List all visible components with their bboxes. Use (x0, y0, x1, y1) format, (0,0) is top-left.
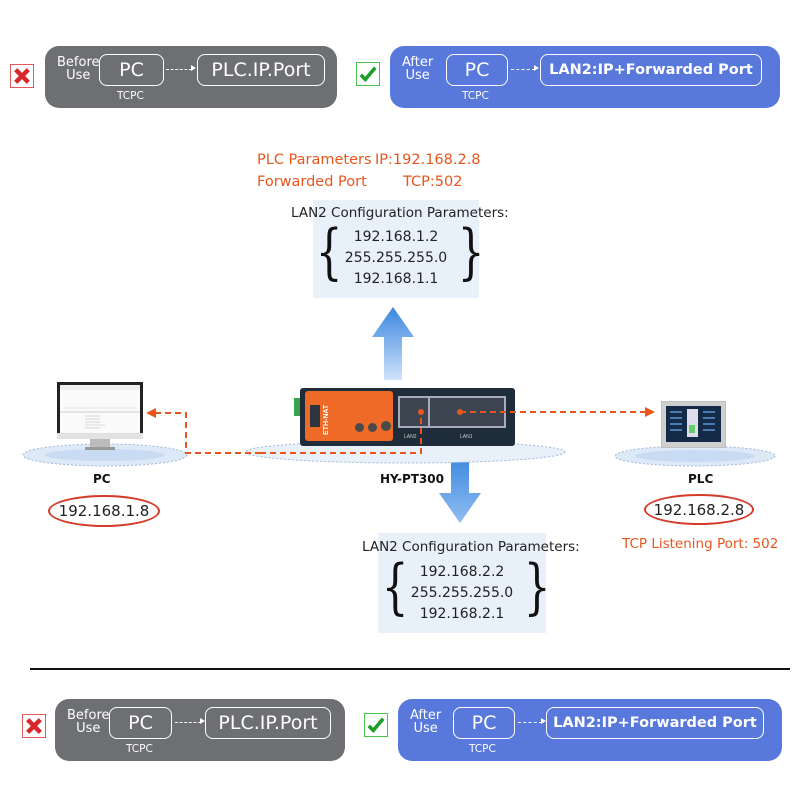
plc-ip-oval: 192.168.2.8 (644, 494, 754, 525)
pc-platform-icon (22, 443, 188, 467)
lan2-lower-mask: 255.255.255.0 (410, 585, 514, 601)
down-arrow-icon (439, 453, 481, 523)
pc-box: PC (446, 54, 508, 86)
forwarded-port-value: TCP:502 (403, 174, 463, 190)
reload-button (381, 421, 391, 431)
after-use-label: After Use (402, 55, 434, 83)
device-name-label: HY-PT300 (380, 472, 444, 486)
lan2-upper-gateway: 192.168.1.1 (353, 271, 439, 287)
right-brace-icon: } (457, 217, 485, 287)
pc-monitor-icon (57, 382, 143, 450)
plc-ip-value: IP:192.168.2.8 (375, 152, 481, 168)
after-use-label: After Use (410, 708, 442, 736)
pc-box: PC (109, 707, 172, 739)
check-mark-icon (356, 62, 380, 86)
lan2-forwarded-port-box: LAN2:IP+Forwarded Port (546, 707, 764, 739)
before-use-panel: Before Use PC TCPC PLC.IP.Port (45, 46, 337, 108)
pc-label: PC (93, 472, 111, 486)
forwarded-port-label: Forwarded Port (257, 174, 367, 190)
work-led-icon (355, 423, 364, 432)
lan1-port (428, 396, 506, 428)
dashed-arrow-icon (166, 65, 196, 72)
device-brand-label: ETH-NAT (323, 404, 330, 435)
lan1-port-label: LAN1 (460, 434, 473, 440)
lan2-config-upper-title: LAN2 Configuration Parameters: (291, 205, 509, 221)
tcpc-label: TCPC (126, 743, 153, 755)
section-divider (30, 668, 790, 670)
left-brace-icon: { (381, 552, 409, 622)
right-brace-icon: } (523, 552, 551, 622)
plc-hmi-icon (661, 401, 726, 448)
before-use-label: Before Use (67, 708, 110, 736)
pc-box: PC (99, 54, 164, 86)
lan2-port-label: LAN2 (404, 434, 417, 440)
plc-parameters-label: PLC Parameters (257, 152, 372, 168)
plc-platform-icon (614, 445, 776, 467)
lan2-port (398, 396, 430, 428)
plc-ip-port-box: PLC.IP.Port (205, 707, 331, 739)
tcpc-label: TCPC (462, 90, 489, 102)
tcpc-label: TCPC (469, 743, 496, 755)
up-arrow-icon (372, 307, 414, 380)
check-mark-icon (364, 713, 388, 737)
lan2-upper-ip: 192.168.1.2 (353, 229, 439, 245)
before-use-panel: Before Use PC TCPC PLC.IP.Port (55, 699, 345, 761)
lan2-upper-mask: 255.255.255.0 (344, 250, 448, 266)
dashed-arrow-icon (175, 718, 205, 725)
device-orange-faceplate: ETH-NAT (305, 391, 393, 441)
lan2-lower-gateway: 192.168.2.1 (419, 606, 505, 622)
lan2-config-lower-title: LAN2 Configuration Parameters: (362, 539, 580, 555)
left-brace-icon: { (315, 217, 343, 287)
plc-label: PLC (688, 472, 714, 486)
plc-ip-port-box: PLC.IP.Port (197, 54, 325, 86)
lan2-lower-ip: 192.168.2.2 (419, 564, 505, 580)
dashed-arrow-icon (511, 65, 539, 72)
hy-pt300-device: ETH-NAT LAN2 LAN1 (294, 388, 515, 446)
pc-arrowhead-icon (146, 408, 156, 418)
lan2-forwarded-port-box: LAN2:IP+Forwarded Port (540, 54, 762, 86)
lan2-config-upper-box (313, 200, 479, 298)
pc-ip-oval: 192.168.1.8 (48, 495, 160, 527)
after-use-panel: After Use PC TCPC LAN2:IP+Forwarded Port (398, 699, 782, 761)
before-use-label: Before Use (57, 55, 100, 83)
plc-listening-port: TCP Listening Port: 502 (622, 536, 779, 552)
pc-box: PC (453, 707, 515, 739)
lan2-config-lower-box (378, 533, 546, 633)
tcpc-label: TCPC (117, 90, 144, 102)
x-mark-icon (10, 64, 34, 88)
plc-arrowhead-icon (645, 407, 655, 417)
power-led-icon (368, 423, 377, 432)
dashed-arrow-icon (518, 718, 546, 725)
after-use-panel: After Use PC TCPC LAN2:IP+Forwarded Port (390, 46, 780, 108)
x-mark-icon (22, 714, 46, 738)
